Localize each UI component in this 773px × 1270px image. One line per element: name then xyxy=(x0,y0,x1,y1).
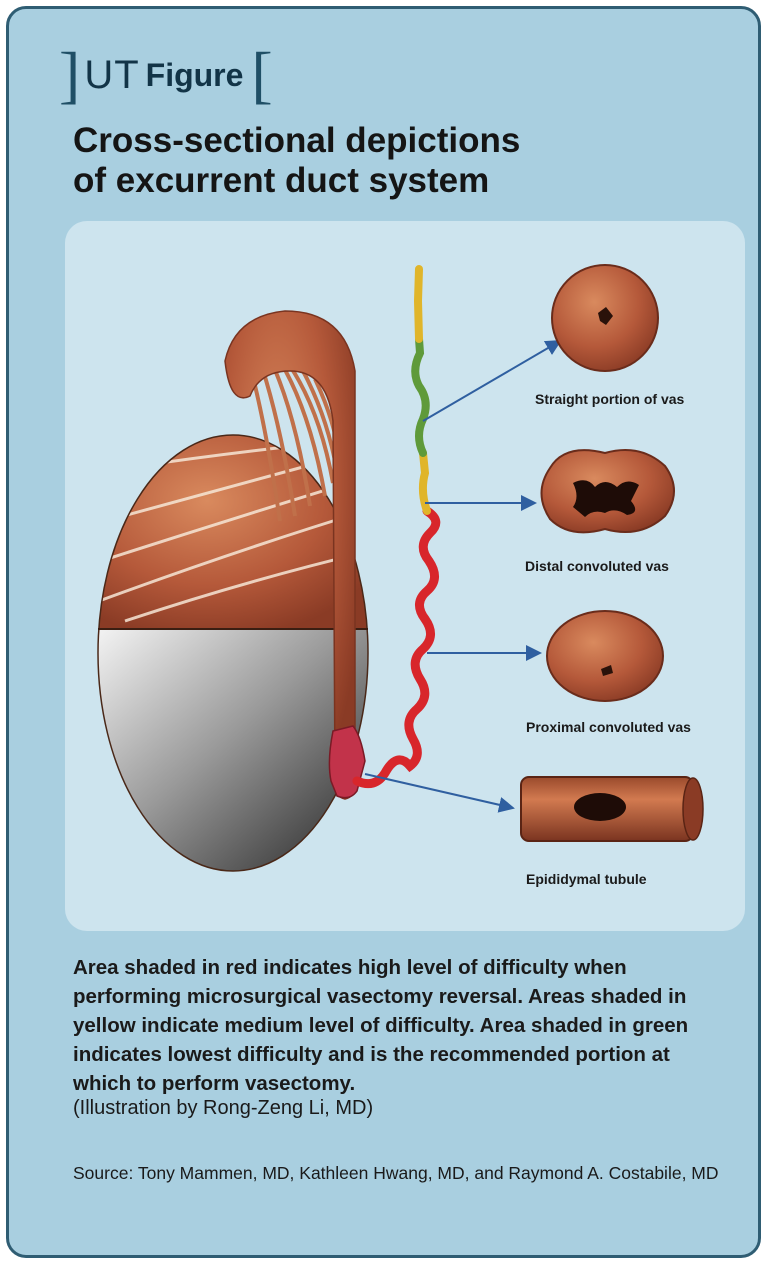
brand-ut: UT xyxy=(84,53,139,98)
duct-system-illustration: Straight portion of vas Distal convolute… xyxy=(65,221,745,931)
figure-caption: Area shaded in red indicates high level … xyxy=(73,953,733,1098)
vas-red-segment xyxy=(357,511,436,784)
label-epididymal-tubule: Epididymal tubule xyxy=(526,871,647,887)
vas-green-segment xyxy=(415,339,425,453)
left-bracket-glyph: ] xyxy=(59,43,80,107)
cross-section-epididymal-tubule xyxy=(521,777,703,841)
ut-figure-brand: ] UT Figure [ xyxy=(59,45,273,105)
cross-section-distal xyxy=(542,450,675,532)
right-bracket-glyph: [ xyxy=(251,43,272,107)
cross-section-straight xyxy=(552,265,658,371)
illustration-panel: Straight portion of vas Distal convolute… xyxy=(65,221,745,931)
label-proximal-convoluted: Proximal convoluted vas xyxy=(526,719,691,735)
figure-title: Cross-sectional depictions of excurrent … xyxy=(73,121,693,201)
label-straight-portion: Straight portion of vas xyxy=(535,391,685,407)
vas-yellow-upper-segment xyxy=(418,269,419,339)
source-citation: Source: Tony Mammen, MD, Kathleen Hwang,… xyxy=(73,1159,733,1187)
brand-figure: Figure xyxy=(146,57,244,94)
label-distal-convoluted: Distal convoluted vas xyxy=(525,558,669,574)
cross-section-proximal xyxy=(547,611,663,701)
figure-frame: ] UT Figure [ Cross-sectional depictions… xyxy=(6,6,761,1258)
illustration-credit: (Illustration by Rong-Zeng Li, MD) xyxy=(73,1097,373,1120)
figure-title-line1: Cross-sectional depictions xyxy=(73,121,693,161)
figure-title-line2: of excurrent duct system xyxy=(73,161,693,201)
connector-arrows xyxy=(365,341,560,808)
